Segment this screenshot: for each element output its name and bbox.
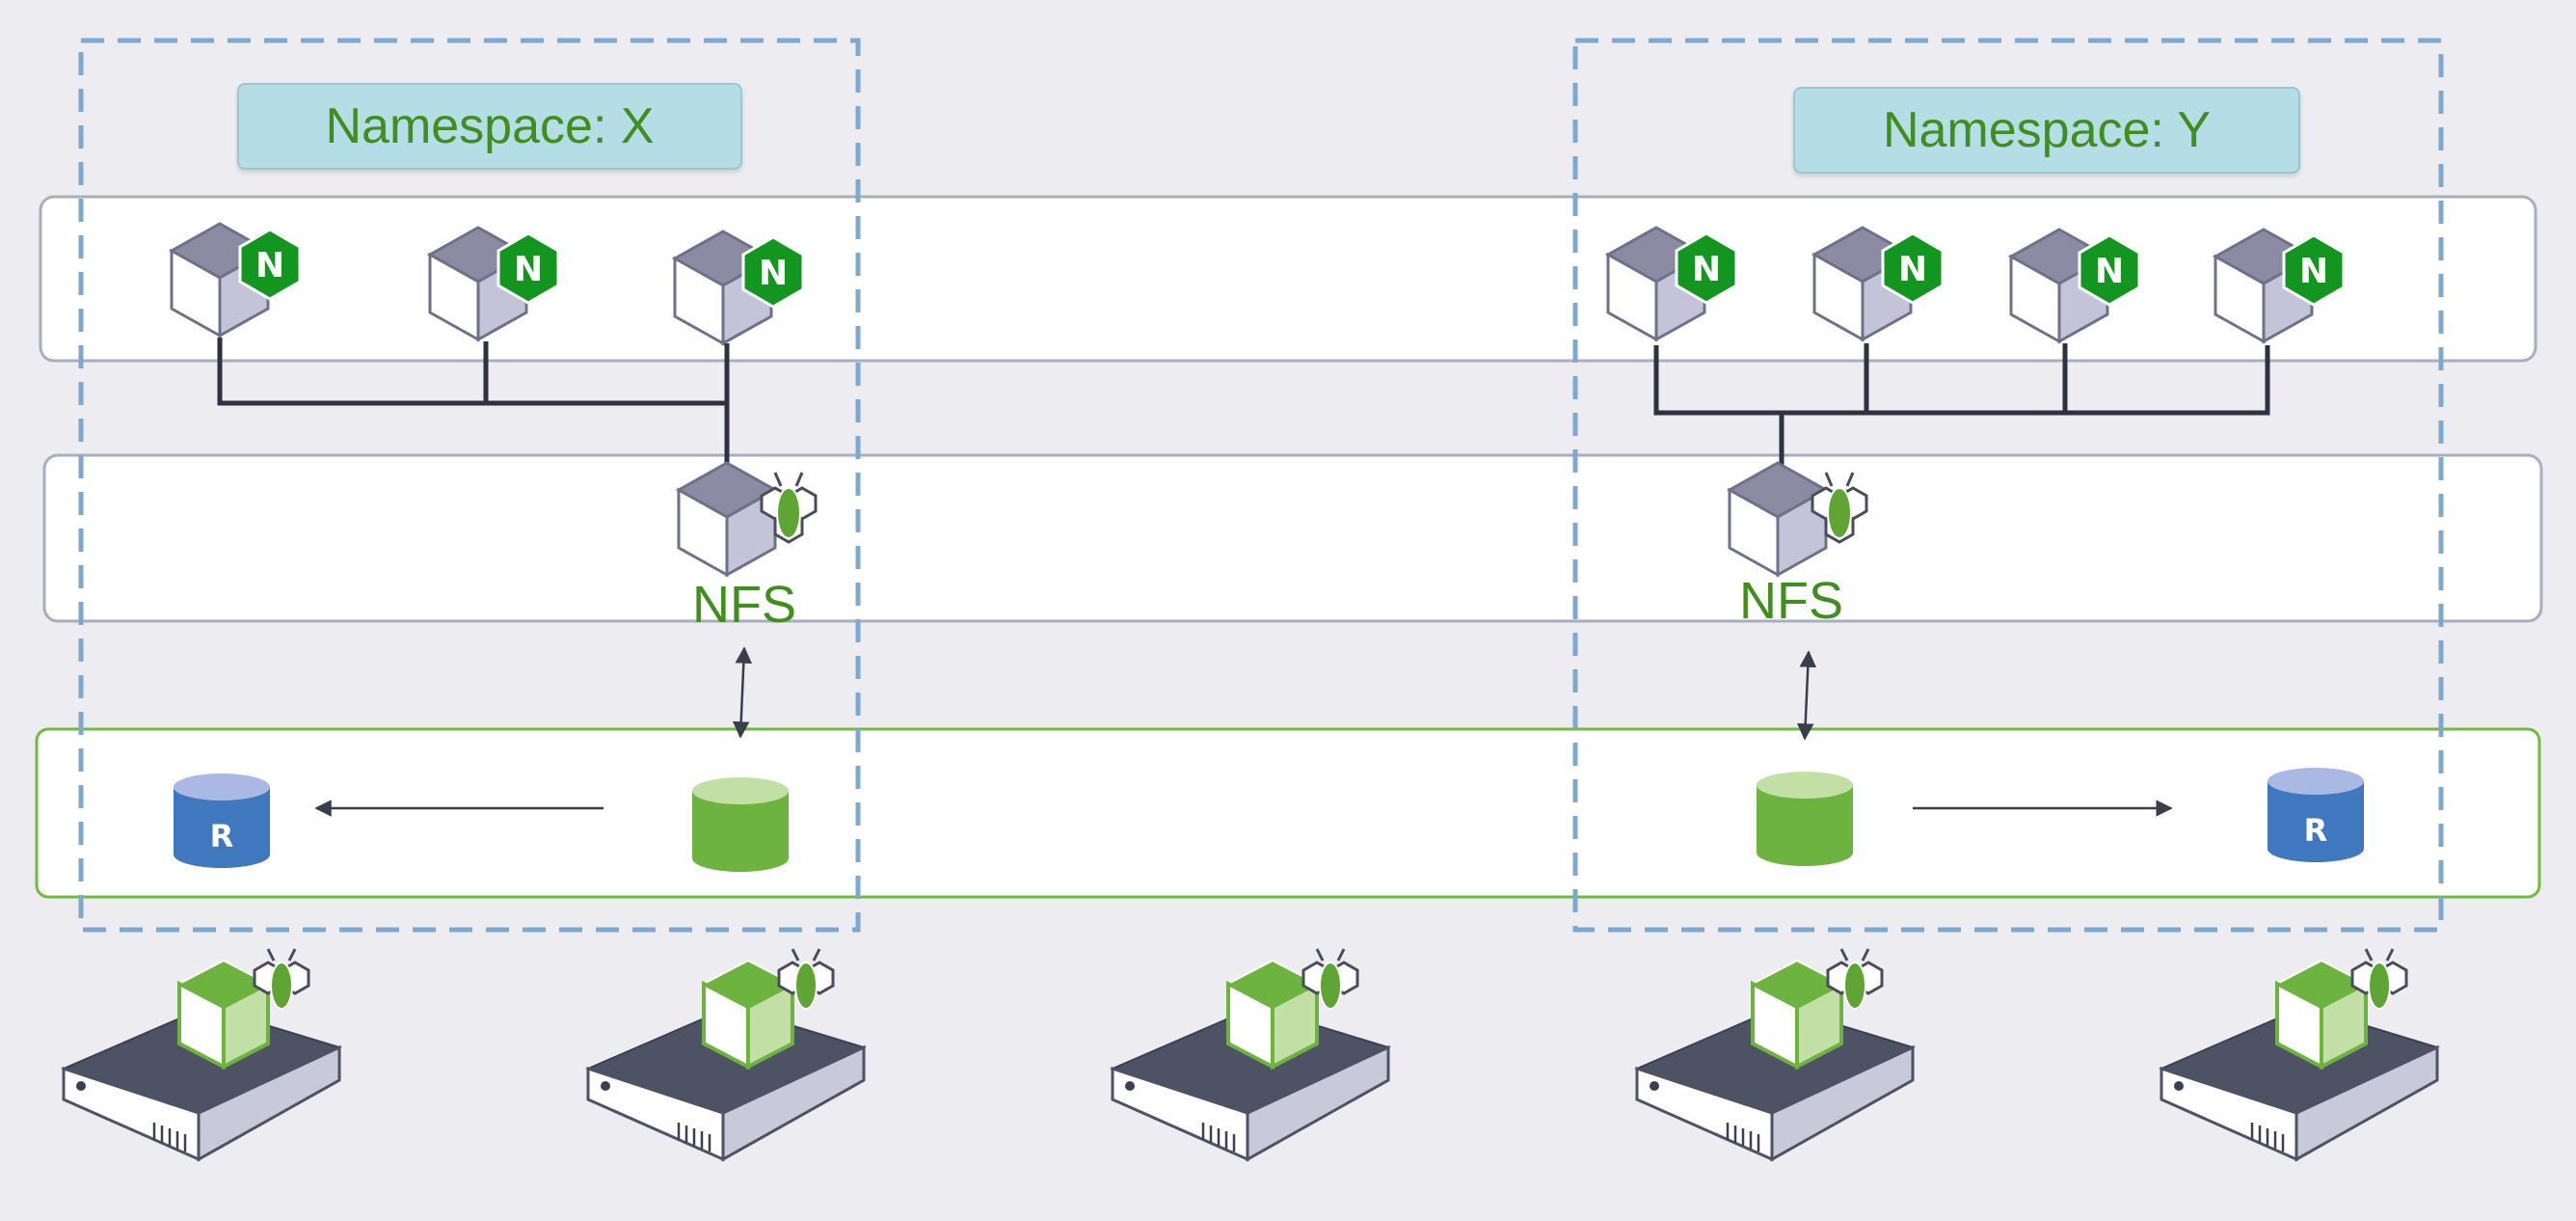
- nginx-badge-icon: N: [2078, 233, 2141, 307]
- pod-connector-x: [217, 338, 730, 463]
- nginx-pod-icon: N: [426, 226, 560, 342]
- nfs-volume-arrow-y: [1796, 650, 1817, 741]
- nginx-badge-icon: N: [1675, 231, 1738, 305]
- namespace-x-boundary: [78, 38, 861, 933]
- nginx-pod-icon: N: [2007, 228, 2141, 344]
- svg-text:N: N: [255, 246, 284, 285]
- nginx-badge-icon: N: [1881, 231, 1945, 305]
- namespace-x-label: Namespace: X: [237, 83, 742, 170]
- openebs-node-icon: [2274, 948, 2408, 1071]
- pod-connector-y: [1653, 343, 2270, 465]
- nfs-volume-arrow-x: [732, 646, 753, 739]
- svg-text:N: N: [2095, 252, 2124, 291]
- nginx-badge-icon: N: [496, 231, 560, 305]
- persistent-volume-icon: [1757, 772, 1853, 866]
- storage-lane: [35, 727, 2541, 899]
- nginx-pod-icon: N: [1604, 226, 1738, 342]
- nginx-badge-icon: N: [2282, 233, 2346, 307]
- svg-text:N: N: [2299, 252, 2328, 291]
- openebs-node-icon: [701, 948, 835, 1071]
- nfs-lane: [42, 453, 2543, 623]
- nginx-badge-icon: N: [741, 235, 805, 309]
- server-node-icon: [1634, 948, 1916, 1162]
- pods-lane: [39, 195, 2537, 363]
- nginx-pod-icon: N: [1811, 226, 1945, 342]
- svg-text:N: N: [1692, 250, 1721, 289]
- svg-text:N: N: [759, 254, 788, 293]
- cube-icon: [1726, 461, 1830, 578]
- nfs-label-y: NFS: [1739, 572, 1843, 630]
- nginx-pod-icon: N: [168, 222, 302, 339]
- server-node-icon: [1110, 948, 1391, 1162]
- openebs-node-icon: [1750, 948, 1884, 1071]
- nginx-pod-icon: N: [2212, 228, 2346, 344]
- openebs-bee-icon: [760, 472, 818, 544]
- replica-volume-icon: R: [174, 773, 270, 868]
- openebs-bee-icon: [1811, 472, 1868, 544]
- svg-text:R: R: [210, 818, 234, 855]
- server-node-icon: [585, 948, 867, 1162]
- nfs-server-pod-icon: [1726, 461, 1868, 578]
- server-node-icon: [61, 948, 342, 1162]
- nfs-server-pod-icon: [675, 461, 818, 578]
- replica-volume-icon: R: [2267, 768, 2364, 862]
- svg-text:N: N: [514, 250, 543, 289]
- nfs-label-x: NFS: [692, 576, 796, 634]
- openebs-node-icon: [176, 948, 310, 1071]
- namespace-y-label: Namespace: Y: [1793, 87, 2300, 174]
- svg-text:R: R: [2304, 812, 2328, 849]
- nginx-pod-icon: N: [671, 230, 805, 346]
- cube-icon: [675, 461, 779, 578]
- nginx-badge-icon: N: [238, 228, 302, 301]
- svg-text:N: N: [1898, 250, 1927, 289]
- openebs-node-icon: [1225, 948, 1359, 1071]
- server-node-icon: [2159, 948, 2440, 1162]
- persistent-volume-icon: [692, 777, 789, 872]
